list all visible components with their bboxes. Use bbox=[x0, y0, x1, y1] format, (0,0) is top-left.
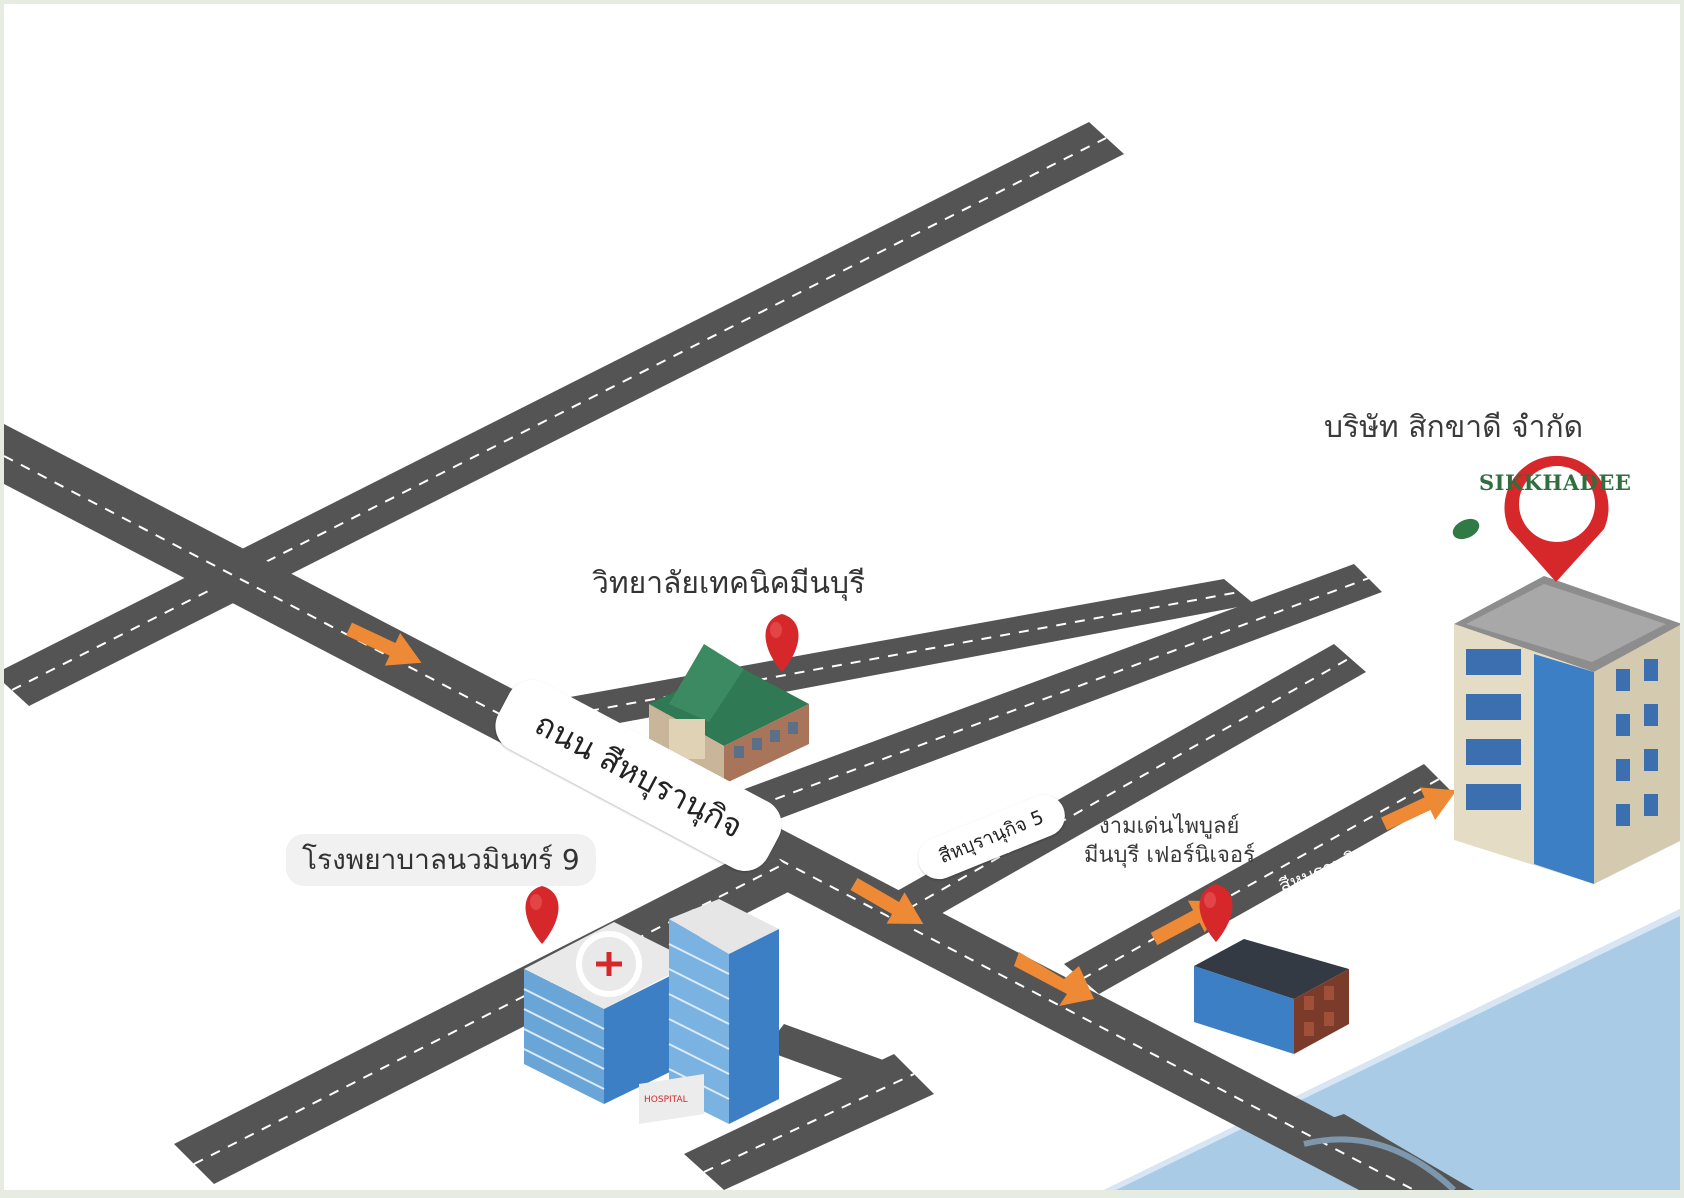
hospital-building: HOSPITAL bbox=[523, 899, 779, 1124]
furniture-building bbox=[1194, 939, 1349, 1054]
furniture-label-line2: มีนบุรี เฟอร์นิเจอร์ bbox=[1084, 843, 1255, 868]
road-soi5 bbox=[704, 564, 1382, 834]
leaf-icon bbox=[1452, 518, 1480, 540]
furniture-label-line1: งามเด่นไพบูลย์ bbox=[1099, 814, 1240, 839]
hospital-pin bbox=[525, 886, 559, 944]
company-building bbox=[1454, 576, 1680, 884]
hospital-label: โรงพยาบาลนวมินทร์ 9 bbox=[286, 834, 596, 886]
road-soi7 bbox=[874, 644, 1366, 932]
hospital-sign: HOSPITAL bbox=[644, 1095, 688, 1105]
road-north bbox=[4, 122, 1124, 706]
company-label: บริษัท สิกขาดี จำกัด bbox=[1324, 410, 1584, 445]
company-logo-text: SIKKHADEE bbox=[1479, 470, 1632, 495]
road-hospital-3 bbox=[764, 1024, 894, 1090]
map-canvas: HOSPITAL SIKKHADEE บริษัท สิกขาดี จำกัด … bbox=[4, 4, 1680, 1190]
college-label: วิทยาลัยเทคนิคมีนบุรี bbox=[592, 566, 866, 601]
route-arrow bbox=[1014, 952, 1094, 1006]
company-logo-pin bbox=[1452, 455, 1609, 582]
